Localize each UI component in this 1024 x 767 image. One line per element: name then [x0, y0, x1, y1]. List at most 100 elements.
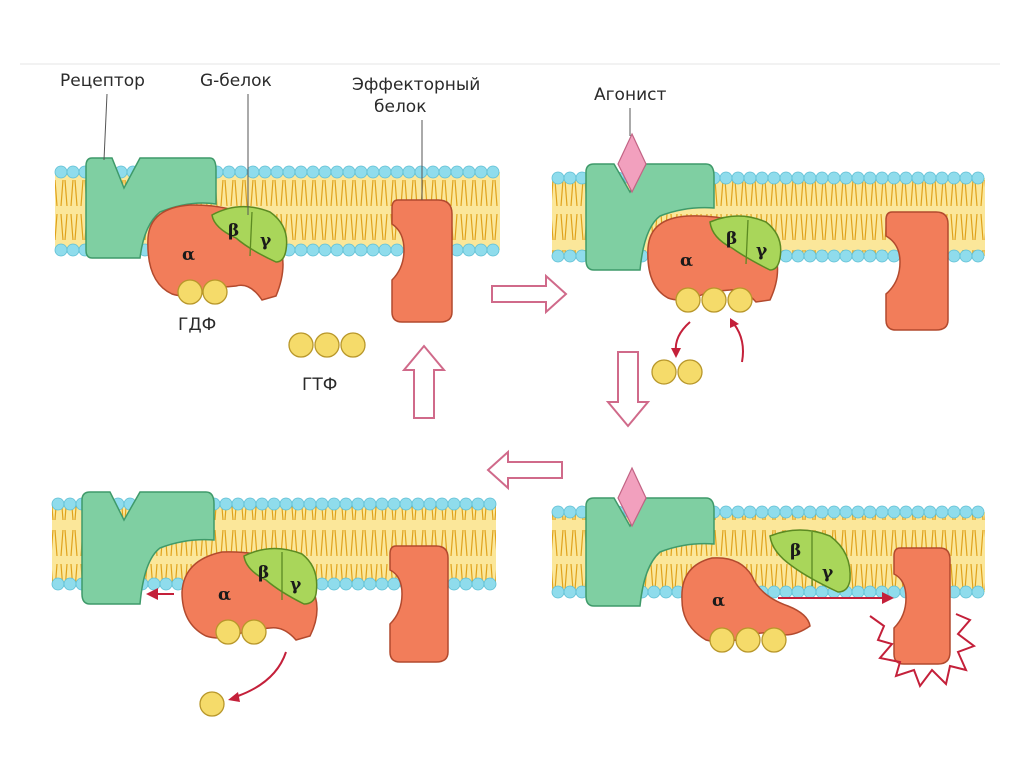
phospholipid-head [971, 585, 985, 599]
gdp-molecule [177, 279, 228, 305]
phospholipid-head [378, 165, 392, 179]
phospholipid-head [294, 243, 308, 257]
phospholipid-head [563, 585, 577, 599]
phospholipid-head [258, 165, 272, 179]
beta-gamma-subunit [769, 529, 851, 593]
gamma-label: γ [756, 241, 768, 261]
phospholipid-head [779, 505, 793, 519]
phospholipid-head [815, 249, 829, 263]
phospholipid-head [815, 171, 829, 185]
phospholipid-head [270, 165, 284, 179]
phospholipid-head [342, 243, 356, 257]
phospholipid-head [447, 577, 461, 591]
arrow-left [486, 449, 563, 491]
alpha-label: α [218, 585, 231, 605]
g-protein-label: G-белок [200, 71, 272, 91]
phospholipid-head [947, 249, 961, 263]
beta-label: β [228, 221, 239, 241]
phospholipid-head [231, 497, 245, 511]
phospholipid-head [899, 171, 913, 185]
phospholipid-head [342, 165, 356, 179]
phospholipid-head [743, 171, 757, 185]
gtp-molecule [288, 332, 366, 358]
gtp-label: ГТФ [302, 375, 337, 395]
phospholipid-head [875, 505, 889, 519]
phospholipid-head [779, 171, 793, 185]
phospholipid-head [959, 505, 973, 519]
gamma-label: γ [290, 575, 302, 595]
phospholipid-head [351, 497, 365, 511]
effector-protein [885, 211, 949, 331]
phospholipid-head [327, 577, 341, 591]
phospholipid-head [839, 505, 853, 519]
phospholipid-head [471, 497, 485, 511]
phospholipid-head [887, 505, 901, 519]
phospholipid-head [459, 497, 473, 511]
phospholipid-head [279, 497, 293, 511]
phospholipid-head [318, 243, 332, 257]
phospholipid-head [743, 505, 757, 519]
phospholipid-head [330, 165, 344, 179]
phospholipid-head [339, 577, 353, 591]
phospholipid-head [267, 497, 281, 511]
phospholipid-head [803, 171, 817, 185]
phospholipid-head [947, 505, 961, 519]
arrow-up [401, 344, 447, 419]
phospholipid-head [462, 243, 476, 257]
gdp-release-arrow [674, 321, 691, 353]
phospholipid-head [923, 171, 937, 185]
phospholipid-head [246, 165, 260, 179]
beta-label: β [790, 541, 801, 561]
phospholipid-head [243, 497, 257, 511]
phospholipid-head [971, 249, 985, 263]
phospholipid-head [483, 497, 497, 511]
gdp-molecule [651, 359, 703, 385]
phospholipid-head [827, 171, 841, 185]
phospholipid-head [719, 505, 733, 519]
phospholipid-head [755, 171, 769, 185]
gtp-molecule [709, 627, 787, 653]
phospholipid-head [66, 165, 80, 179]
receptor [81, 491, 215, 605]
phospholipid-head [863, 249, 877, 263]
phospholipid-head [387, 497, 401, 511]
phospholipid-head [935, 171, 949, 185]
phospholipid-head [767, 505, 781, 519]
phospholipid-head [378, 243, 392, 257]
arrow-down [605, 351, 651, 428]
effector-protein [893, 547, 951, 665]
phospholipid-head [306, 165, 320, 179]
phosphate-molecule [199, 691, 225, 717]
phospholipid-head [791, 505, 805, 519]
phospholipid-head [315, 497, 329, 511]
beta-gamma-subunit [709, 215, 782, 271]
phospholipid-head [387, 577, 401, 591]
phospholipid-head [875, 249, 889, 263]
phospholipid-head [815, 585, 829, 599]
phospholipid-head [282, 165, 296, 179]
phospholipid-head [306, 243, 320, 257]
phospholipid-head [438, 165, 452, 179]
phospholipid-head [402, 165, 416, 179]
phospholipid-head [863, 505, 877, 519]
phospholipid-head [423, 497, 437, 511]
phospholipid-head [719, 171, 733, 185]
agonist-label: Агонист [594, 85, 666, 105]
phospholipid-head [366, 243, 380, 257]
panel-4-gtp-hydrolysis: α β γ [81, 491, 449, 717]
phospholipid-head [779, 249, 793, 263]
phospholipid-head [563, 171, 577, 185]
phospholipid-head [803, 585, 817, 599]
phospholipid-head [390, 243, 404, 257]
phospholipid-head [330, 243, 344, 257]
phospholipid-head [375, 497, 389, 511]
phospholipid-head [647, 585, 661, 599]
effector-protein [391, 199, 453, 323]
alpha-label: α [712, 591, 725, 611]
gdp-label: ГДФ [178, 315, 216, 335]
phospholipid-head [839, 249, 853, 263]
phospholipid-head [755, 505, 769, 519]
phospholipid-head [899, 505, 913, 519]
receptor [585, 163, 715, 271]
phospholipid-head [339, 497, 353, 511]
